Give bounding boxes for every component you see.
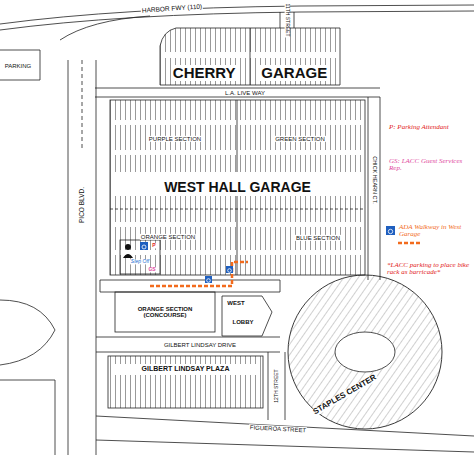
street-edge — [96, 440, 474, 452]
street-edge — [96, 337, 280, 338]
legend-walkway-sample — [398, 242, 420, 245]
building-outline — [0, 380, 55, 455]
attendant-icon — [123, 254, 133, 258]
street-edge — [96, 60, 97, 455]
plaza-block: GILBERT LINDSAY PLAZA — [108, 356, 263, 408]
garage-block: CHERRY GARAGE — [160, 28, 340, 85]
arena-circle: STAPLES CENTER — [287, 274, 443, 430]
map-label: GILBERT LINDSAY DRIVE — [163, 341, 237, 347]
garage-outline — [110, 100, 365, 275]
median — [82, 60, 83, 150]
section-divider — [110, 209, 365, 210]
street-edge — [380, 97, 381, 280]
lobby-outline — [222, 296, 272, 336]
map-label: 11TH STREET — [284, 3, 289, 38]
street-edge — [268, 352, 269, 420]
ramp — [60, 16, 150, 40]
map-label: LOBBY — [232, 319, 255, 325]
street-edge — [95, 88, 380, 89]
legend-note: ADA Walkway in West Garage — [398, 224, 470, 239]
area-name: GILBERT LINDSAY PLAZA — [140, 365, 232, 372]
section-divider — [237, 100, 238, 172]
office-outline — [120, 240, 160, 274]
plaza-outline — [108, 356, 263, 408]
map-label: PARKING — [4, 63, 33, 69]
street-edge — [285, 352, 286, 420]
map-label: GS — [147, 267, 156, 272]
attendant-icon — [125, 244, 131, 250]
garage-outline — [160, 28, 340, 85]
ada-walkway — [150, 262, 248, 286]
area-name: ORANGE SECTION (CONCOURSE) — [128, 306, 202, 319]
street-edge — [294, 12, 295, 28]
garage-block: WEST HALL GARAGE — [110, 100, 365, 275]
map-label: CHICK HEARN CT. — [371, 155, 377, 205]
concourse-outline — [115, 292, 215, 332]
legend-note: P: Parking Attendant — [388, 124, 470, 131]
map-label: 12TH STREET — [274, 368, 279, 403]
accessible-icon — [140, 226, 395, 283]
street-edge — [68, 60, 69, 455]
map-label: PURPLE SECTION — [148, 136, 202, 142]
area-name: CHERRY — [171, 65, 238, 81]
area-name: GARAGE — [259, 65, 329, 81]
street-edge — [368, 97, 369, 280]
map-label: FIGUEROA STREET — [249, 424, 308, 433]
legend-note: *LACC parking to place bike rack as barr… — [386, 262, 472, 277]
building-outline — [0, 300, 55, 365]
street-edge — [95, 97, 380, 98]
freeway-edge — [0, 11, 474, 30]
legend-note: GS: LACC Guest Services Rep. — [388, 158, 472, 173]
street-edge — [96, 416, 474, 436]
map-label: WEST — [226, 300, 245, 306]
map-label: PICO BLVD. — [79, 186, 86, 224]
map-label: P — [151, 243, 156, 248]
map-label: Step Off — [130, 259, 150, 264]
arena-outline — [287, 274, 443, 430]
concourse-block: ORANGE SECTION (CONCOURSE) — [115, 292, 215, 332]
freeway-edge — [0, 5, 474, 24]
map-label: ORANGE SECTION — [140, 234, 196, 240]
map-label: L.A. LIVE WAY — [224, 89, 266, 95]
map-label: BLUE SECTION — [295, 235, 341, 241]
garage-divider — [250, 28, 251, 85]
map-label: HARBOR FWY (110) — [141, 3, 204, 14]
area-name: WEST HALL GARAGE — [162, 180, 313, 195]
street-edge — [96, 352, 280, 353]
street-edge — [280, 12, 281, 28]
map-label: GREEN SECTION — [274, 136, 326, 142]
parking-outline — [0, 50, 40, 80]
